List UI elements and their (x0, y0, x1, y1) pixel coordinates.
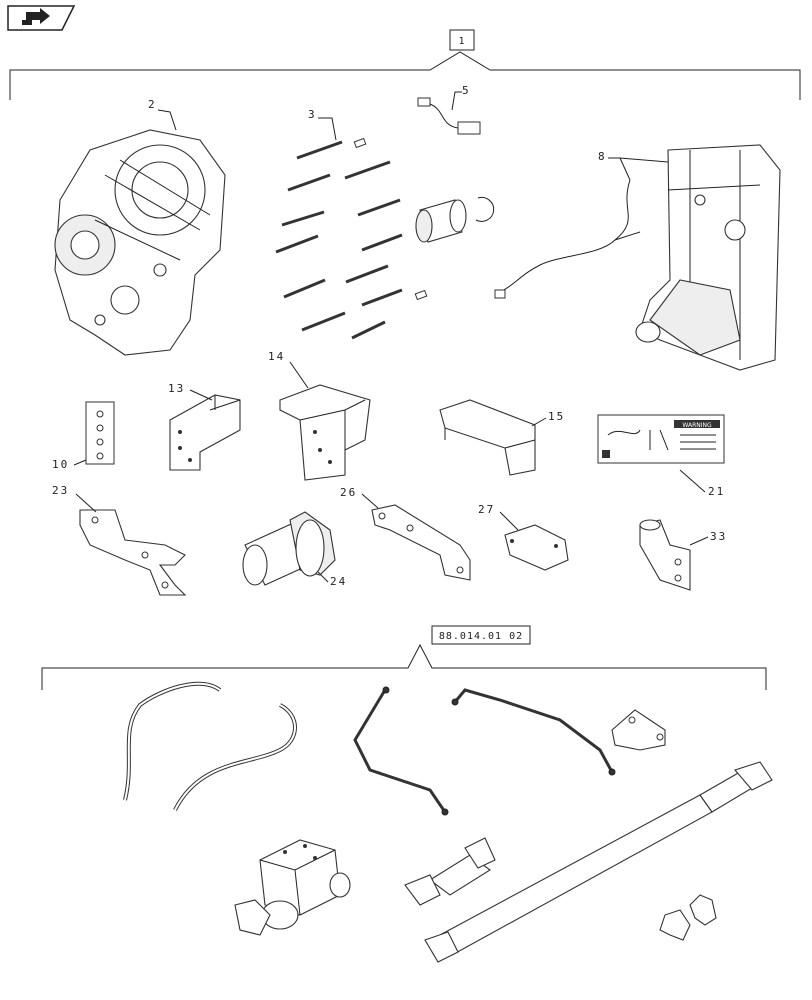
callout-26: 26 (340, 486, 379, 509)
callout-3: 3 (308, 108, 337, 141)
part-small-bracket[interactable] (611, 709, 666, 751)
group-bracket-top: 1 (9, 29, 801, 100)
svg-text:8: 8 (598, 150, 607, 163)
callout-2: 2 (148, 98, 177, 131)
part-3-bolt-set[interactable] (275, 137, 428, 340)
part-long-driveshaft[interactable] (424, 761, 773, 963)
part-rigid-tube-1[interactable] (353, 686, 449, 816)
svg-text:13: 13 (168, 382, 185, 395)
group-ref-bottom: 88.014.01 02 (439, 631, 523, 642)
callout-33: 33 (689, 530, 727, 546)
part-bushing-and-snap-ring[interactable] (415, 196, 495, 243)
callout-10: 10 (52, 458, 87, 471)
decal-warning-text: WARNING (682, 422, 712, 429)
part-27-cover-plate[interactable] (504, 524, 569, 571)
group-ref-top: 1 (458, 36, 465, 47)
svg-text:14: 14 (268, 350, 285, 363)
svg-text:2: 2 (148, 98, 157, 111)
callout-8: 8 (598, 150, 669, 181)
svg-text:23: 23 (52, 484, 69, 497)
part-8-transfer-case-and-harness[interactable] (494, 144, 781, 371)
callout-21: 21 (679, 469, 725, 498)
svg-text:24: 24 (330, 575, 347, 588)
part-clamp-pair[interactable] (659, 894, 717, 941)
svg-text:27: 27 (478, 503, 495, 516)
part-short-driveshaft[interactable] (404, 837, 496, 906)
svg-text:15: 15 (548, 410, 565, 423)
part-26-bracket[interactable] (371, 504, 471, 581)
part-21-warning-decal[interactable]: WARNING (597, 414, 725, 464)
svg-text:3: 3 (308, 108, 317, 121)
svg-text:5: 5 (462, 84, 471, 97)
part-flex-hose-left[interactable] (123, 681, 222, 801)
part-gear-case[interactable] (234, 839, 351, 936)
callout-13: 13 (168, 382, 213, 401)
svg-text:10: 10 (52, 458, 69, 471)
callout-23: 23 (52, 484, 97, 513)
part-flex-hose-right[interactable] (173, 703, 297, 811)
part-13-bracket[interactable] (169, 394, 241, 471)
part-5-sensor[interactable] (417, 97, 481, 135)
part-14-bracket[interactable] (279, 384, 371, 481)
part-33-fitting-bracket[interactable] (639, 519, 691, 591)
callout-5: 5 (451, 84, 471, 111)
part-rigid-tube-2[interactable] (451, 688, 616, 776)
callout-14: 14 (268, 350, 309, 389)
svg-text:33: 33 (710, 530, 727, 543)
part-2-gearbox-housing[interactable] (54, 129, 226, 356)
part-10-plate[interactable] (85, 401, 115, 465)
callout-15: 15 (531, 410, 565, 427)
callout-24: 24 (317, 571, 347, 588)
part-24-hub[interactable] (242, 511, 336, 586)
next-page-arrow-icon[interactable] (6, 4, 76, 32)
part-23-bracket[interactable] (79, 509, 187, 596)
svg-text:26: 26 (340, 486, 357, 499)
part-15-bracket[interactable] (439, 399, 536, 476)
callout-27: 27 (478, 503, 519, 531)
svg-text:21: 21 (708, 485, 725, 498)
group-bracket-bottom: 88.014.01 02 (41, 625, 767, 690)
